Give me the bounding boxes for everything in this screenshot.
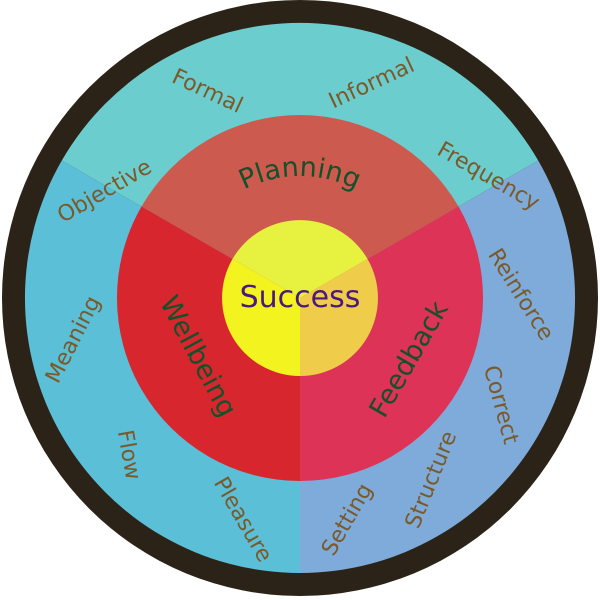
- center-circle: [222, 220, 378, 376]
- center-sector-feedback: [300, 259, 378, 376]
- center-sector-wellbeing: [222, 259, 300, 376]
- center-label-success: Success: [240, 280, 361, 315]
- center-sector-planning: [232, 220, 368, 298]
- middle-sector-planning: [141, 114, 459, 299]
